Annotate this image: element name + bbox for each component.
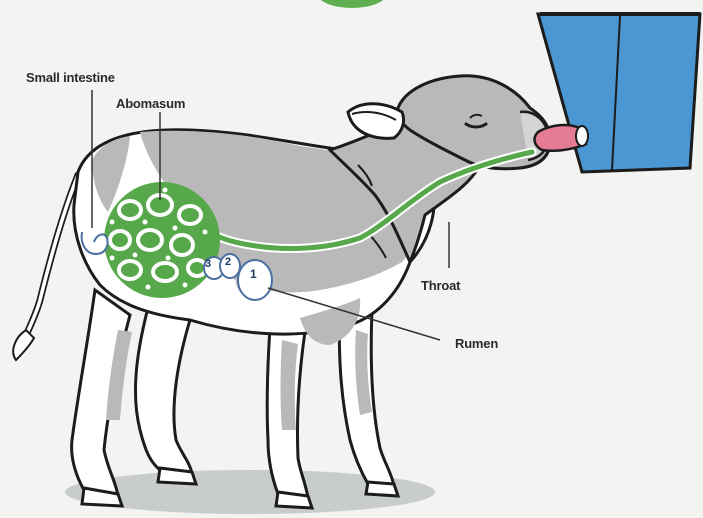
- hoof: [276, 492, 312, 508]
- label-abomasum: Abomasum: [116, 96, 185, 111]
- stomach-number-2: 2: [225, 256, 231, 268]
- label-throat: Throat: [421, 278, 460, 293]
- stomach-number-1: 1: [250, 267, 256, 281]
- hoof: [158, 468, 196, 484]
- hind-leg-back: [135, 300, 192, 474]
- label-rumen: Rumen: [455, 336, 498, 351]
- top-green-circle: [316, 0, 388, 8]
- calf-ear: [348, 104, 404, 139]
- tail-tuft: [13, 330, 34, 360]
- stomach-number-3: 3: [205, 258, 211, 270]
- label-small-intestine: Small intestine: [26, 70, 115, 85]
- hoof: [366, 482, 398, 496]
- teat-icon: [535, 125, 588, 151]
